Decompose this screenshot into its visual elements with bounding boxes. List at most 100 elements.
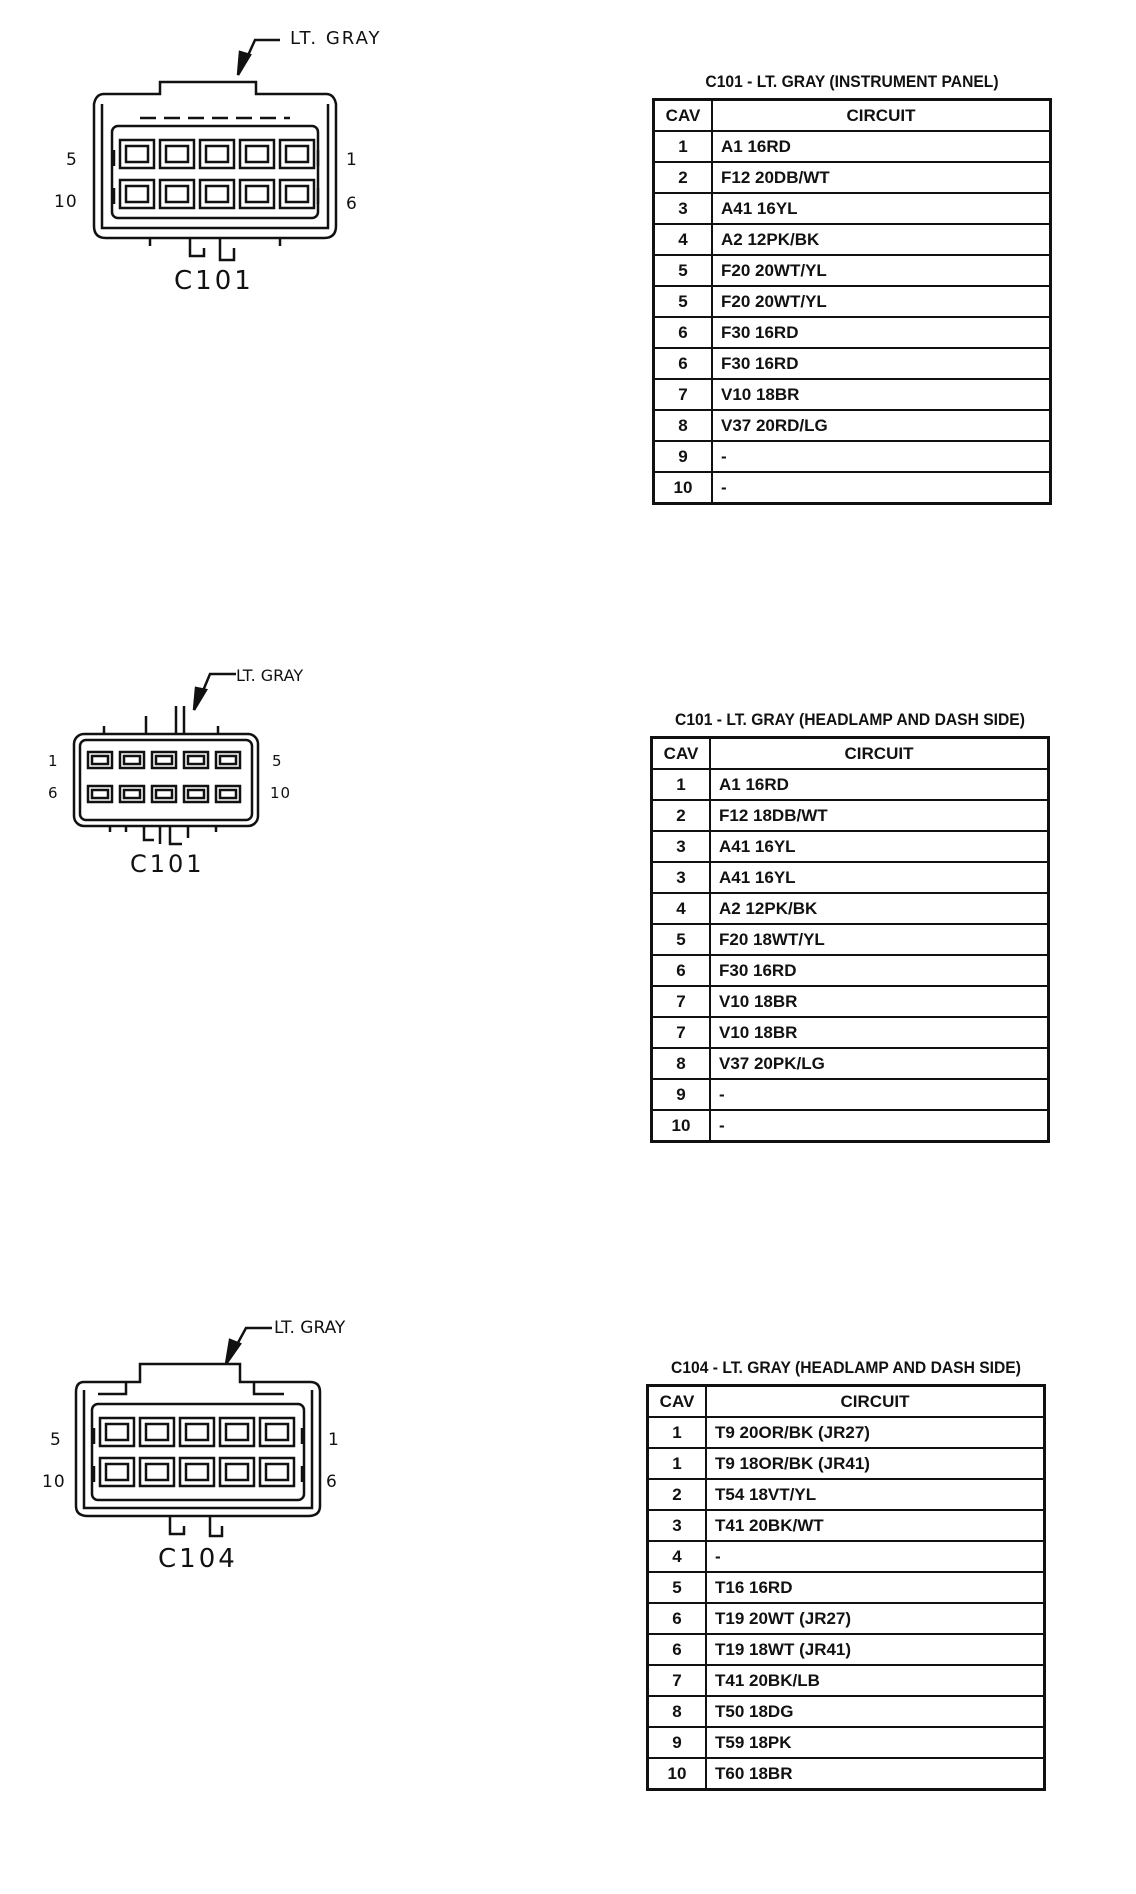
- cav-cell: 6: [650, 954, 711, 987]
- table-row: 10-: [652, 471, 1052, 505]
- cav-cell: 3: [652, 192, 713, 225]
- cav-cell: 4: [652, 223, 713, 256]
- pin-label-bottom-right: 6: [346, 194, 358, 214]
- circuit-cell: F12 20DB/WT: [711, 161, 1052, 194]
- circuit-cell: A41 16YL: [711, 192, 1052, 225]
- cav-cell: 4: [646, 1540, 707, 1573]
- circuit-cell: F30 16RD: [711, 347, 1052, 380]
- wire-color-label: LT. GRAY: [290, 28, 382, 49]
- table-row: 4-: [646, 1540, 1046, 1573]
- circuit-cell: F20 20WT/YL: [711, 254, 1052, 287]
- circuit-cell: T60 18BR: [705, 1757, 1046, 1791]
- cav-cell: 7: [650, 1016, 711, 1049]
- connector-name: C104: [158, 1544, 238, 1574]
- circuit-cell: A41 16YL: [709, 861, 1050, 894]
- cav-cell: 3: [650, 830, 711, 863]
- column-header-circuit: CIRCUIT: [711, 98, 1052, 132]
- cav-cell: 2: [652, 161, 713, 194]
- cav-cell: 10: [650, 1109, 711, 1143]
- cav-cell: 1: [652, 130, 713, 163]
- cav-cell: 8: [650, 1047, 711, 1080]
- cav-cell: 9: [652, 440, 713, 473]
- pin-label-top-right: 5: [272, 752, 283, 770]
- circuit-cell: -: [709, 1109, 1050, 1143]
- pin-label-top-left: 5: [66, 150, 78, 170]
- connector-name: C101: [130, 850, 205, 878]
- circuit-cell: -: [711, 471, 1052, 505]
- circuit-cell: A2 12PK/BK: [711, 223, 1052, 256]
- circuit-cell: V10 18BR: [709, 985, 1050, 1018]
- cav-cell: 9: [646, 1726, 707, 1759]
- cav-cell: 6: [646, 1602, 707, 1635]
- circuit-cell: T41 20BK/WT: [705, 1509, 1046, 1542]
- pinout-table-container: C104 - LT. GRAY (HEADLAMP AND DASH SIDE)…: [646, 1358, 1046, 1791]
- pin-label-bottom-left: 6: [48, 784, 59, 802]
- circuit-cell: T54 18VT/YL: [705, 1478, 1046, 1511]
- pin-label-bottom-left: 10: [42, 1472, 66, 1492]
- cav-cell: 5: [650, 923, 711, 956]
- circuit-cell: -: [709, 1078, 1050, 1111]
- circuit-cell: -: [711, 440, 1052, 473]
- connector-diagram: LT. GRAY 1 6 5 10 C101: [40, 640, 400, 880]
- connector-name: C101: [174, 266, 254, 296]
- pinout-table-container: C101 - LT. GRAY (HEADLAMP AND DASH SIDE)…: [650, 710, 1050, 1143]
- circuit-cell: T16 16RD: [705, 1571, 1046, 1604]
- table-header-row: CAV CIRCUIT: [646, 1384, 1046, 1418]
- table-row: 9-: [650, 1078, 1050, 1111]
- connector-face-drawing: [74, 1326, 322, 1538]
- circuit-cell: F30 16RD: [709, 954, 1050, 987]
- circuit-cell: A2 12PK/BK: [709, 892, 1050, 925]
- cav-cell: 6: [646, 1633, 707, 1666]
- pin-label-bottom-right: 10: [270, 784, 292, 802]
- table-title: C104 - LT. GRAY (HEADLAMP AND DASH SIDE): [671, 1358, 1021, 1377]
- cav-cell: 10: [652, 471, 713, 505]
- circuit-cell: F20 18WT/YL: [709, 923, 1050, 956]
- table-header-row: CAV CIRCUIT: [652, 98, 1052, 132]
- table-row: 9-: [652, 440, 1052, 473]
- cav-cell: 4: [650, 892, 711, 925]
- table-title: C101 - LT. GRAY (HEADLAMP AND DASH SIDE): [675, 710, 1025, 729]
- table-header-row: CAV CIRCUIT: [650, 736, 1050, 770]
- circuit-cell: V10 18BR: [711, 378, 1052, 411]
- cav-cell: 3: [646, 1509, 707, 1542]
- cav-cell: 9: [650, 1078, 711, 1111]
- circuit-cell: V37 20RD/LG: [711, 409, 1052, 442]
- column-header-circuit: CIRCUIT: [709, 736, 1050, 770]
- connector-diagram: LT. GRAY 5 10 1 6 C101: [40, 0, 400, 320]
- cav-cell: 7: [650, 985, 711, 1018]
- column-header-cav: CAV: [650, 736, 711, 770]
- cav-cell: 6: [652, 316, 713, 349]
- circuit-cell: -: [705, 1540, 1046, 1573]
- circuit-cell: A1 16RD: [711, 130, 1052, 163]
- cav-cell: 1: [650, 768, 711, 801]
- circuit-cell: T9 18OR/BK (JR41): [705, 1447, 1046, 1480]
- cav-cell: 6: [652, 347, 713, 380]
- cav-cell: 1: [646, 1416, 707, 1449]
- circuit-cell: T41 20BK/LB: [705, 1664, 1046, 1697]
- circuit-cell: T19 18WT (JR41): [705, 1633, 1046, 1666]
- column-header-circuit: CIRCUIT: [705, 1384, 1046, 1418]
